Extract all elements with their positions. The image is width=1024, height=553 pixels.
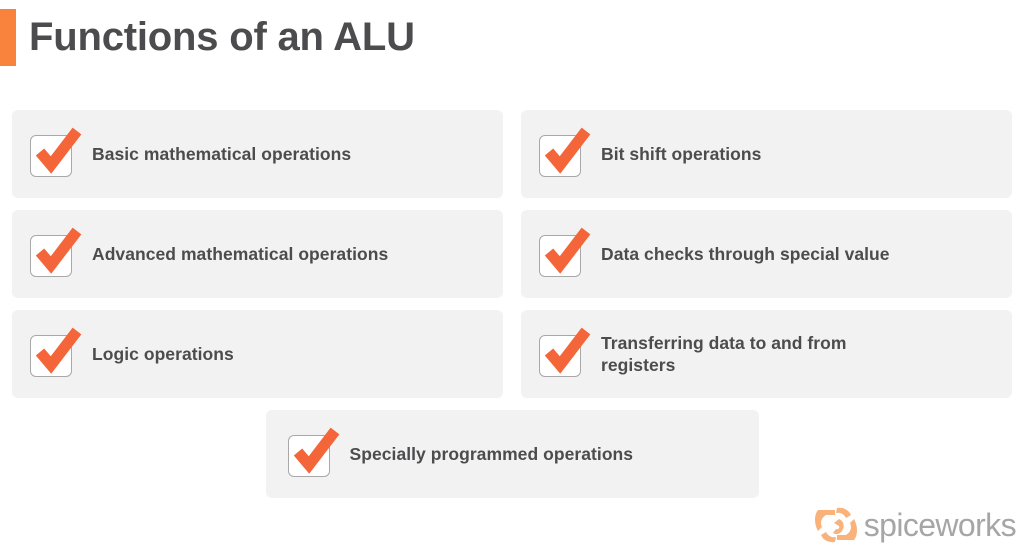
checkbox-checked-icon: [30, 327, 82, 377]
function-card-bit-shift-operations[interactable]: Bit shift operations: [521, 110, 1012, 198]
function-card-transferring-data-to-and-from-registers[interactable]: Transferring data to and from registers: [521, 310, 1012, 398]
title-accent-bar: [0, 8, 16, 66]
function-card-label: Basic mathematical operations: [92, 143, 352, 164]
functions-row-1: Basic mathematical operations Bit shift …: [12, 110, 1012, 198]
function-card-label: Data checks through special value: [601, 243, 890, 264]
functions-row-3: Logic operations Transferring data to an…: [12, 310, 1012, 398]
function-card-label: Logic operations: [92, 343, 234, 364]
checkbox-checked-icon: [30, 227, 82, 277]
function-card-label: Bit shift operations: [601, 143, 762, 164]
spiceworks-pinwheel-icon: [814, 507, 857, 543]
functions-list: Basic mathematical operations Bit shift …: [12, 110, 1012, 498]
checkbox-checked-icon: [539, 127, 591, 177]
checkbox-checked-icon: [539, 327, 591, 377]
checkbox-checked-icon: [287, 427, 339, 477]
checkbox-checked-icon: [30, 127, 82, 177]
function-card-label: Advanced mathematical operations: [92, 243, 389, 264]
function-card-advanced-mathematical-operations[interactable]: Advanced mathematical operations: [12, 210, 503, 298]
page-title: Functions of an ALU: [29, 15, 415, 59]
functions-row-4: Specially programmed operations: [12, 410, 1012, 498]
functions-row-2: Advanced mathematical operations Data ch…: [12, 210, 1012, 298]
function-card-data-checks-through-special-value[interactable]: Data checks through special value: [521, 210, 1012, 298]
spiceworks-logo: spiceworks: [814, 503, 1017, 547]
function-card-logic-operations[interactable]: Logic operations: [12, 310, 503, 398]
function-card-label: Transferring data to and from registers: [601, 332, 847, 375]
function-card-specially-programmed-operations[interactable]: Specially programmed operations: [265, 410, 759, 498]
function-card-label: Specially programmed operations: [349, 443, 634, 464]
function-card-basic-mathematical-operations[interactable]: Basic mathematical operations: [12, 110, 503, 198]
checkbox-checked-icon: [539, 227, 591, 277]
spiceworks-wordmark: spiceworks: [863, 507, 1017, 543]
page-header: Functions of an ALU: [0, 8, 415, 66]
